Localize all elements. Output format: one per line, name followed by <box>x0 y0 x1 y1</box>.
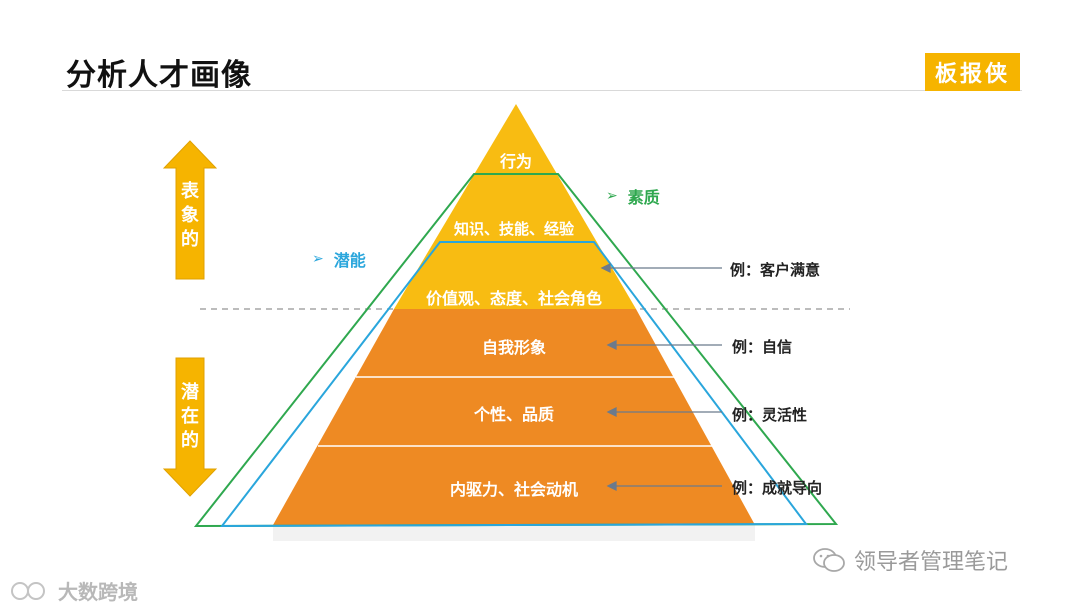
tag-qianneng-label: 潜能 <box>333 251 366 270</box>
wechat-icon <box>813 548 845 572</box>
example-flexible: 例：灵活性 <box>732 406 808 424</box>
qianneng-outline <box>219 241 808 528</box>
latent-char-1: 潜 <box>181 382 199 403</box>
base-shadow <box>273 525 755 541</box>
layer-personality: 个性、品质 <box>473 405 555 424</box>
pointer-flexible-head <box>606 406 617 418</box>
example-achievement: 例：成就导向 <box>732 479 823 497</box>
pointer-customer-head <box>600 262 611 274</box>
watermark-left: 大数跨境 <box>10 576 138 605</box>
watermark-logo-icon <box>11 581 45 600</box>
chevron-right-icon: ➢ <box>606 188 618 204</box>
tag-suzhi-label: 素质 <box>627 188 660 207</box>
latent-char-2: 在 <box>181 406 199 427</box>
surface-char-1: 表 <box>181 181 199 202</box>
surface-char-2: 象 <box>181 205 199 226</box>
watermark-right: 领导者管理笔记 <box>812 544 1008 576</box>
latent-char-3: 的 <box>181 430 199 451</box>
title-divider <box>62 90 1022 91</box>
layer-knowledge: 知识、技能、经验 <box>453 220 575 238</box>
watermark-left-text: 大数跨境 <box>58 580 138 604</box>
latent-arrow: 潜 在 的 <box>163 357 217 497</box>
layer-behavior: 行为 <box>499 152 533 171</box>
down-arrow-icon <box>163 357 217 497</box>
chevron-right-icon: ➢ <box>312 251 324 267</box>
up-arrow-icon <box>163 140 217 280</box>
layer-yellow-section <box>394 104 636 309</box>
pointer-confidence-head <box>606 339 617 351</box>
layer-motive: 内驱力、社会动机 <box>449 480 579 499</box>
brand-logo: 板报侠 <box>925 53 1020 91</box>
example-confidence: 例：自信 <box>732 338 793 356</box>
watermark-right-text: 领导者管理笔记 <box>854 550 1009 575</box>
suzhi-outline <box>193 173 839 528</box>
layer-orange-section <box>273 309 755 525</box>
tag-qianneng: ➢ 潜能 <box>312 247 366 271</box>
layer-values: 价值观、态度、社会角色 <box>425 289 603 308</box>
layer-self-image: 自我形象 <box>481 338 547 357</box>
surface-char-3: 的 <box>181 229 199 250</box>
example-customer: 例：客户满意 <box>730 261 821 279</box>
tag-suzhi: ➢ 素质 <box>606 184 660 208</box>
pointer-achievement-head <box>606 480 617 492</box>
page-title: 分析人才画像 <box>66 58 252 93</box>
surface-arrow: 表 象 的 <box>163 140 217 280</box>
